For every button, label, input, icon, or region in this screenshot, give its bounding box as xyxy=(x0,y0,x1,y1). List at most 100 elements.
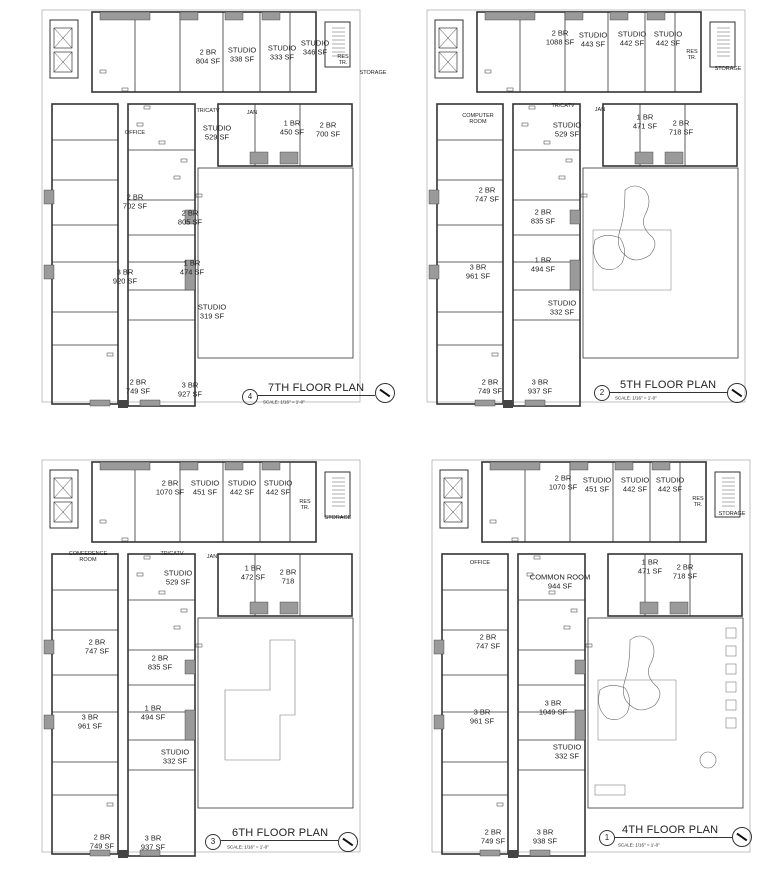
balcony-hatch xyxy=(479,849,501,857)
room-area: 937 SF xyxy=(140,842,166,851)
room-label: JAN xyxy=(207,554,217,560)
courtyard-seat xyxy=(725,699,737,711)
room-area: 450 SF xyxy=(279,127,305,136)
room-area: 346 SF xyxy=(302,47,328,56)
room-name: RES xyxy=(337,54,349,60)
fixture xyxy=(143,105,151,110)
roof-outline xyxy=(224,639,296,761)
fixture xyxy=(506,87,514,92)
room-name: 1 BR xyxy=(244,563,262,573)
elevator-shaft xyxy=(53,51,73,73)
room-name: 1 BR xyxy=(636,112,654,122)
balcony-hatch xyxy=(569,209,581,225)
room-name: 3 BR xyxy=(116,267,134,277)
room-name: 2 BR xyxy=(672,118,690,128)
room-area: TR. xyxy=(687,55,697,61)
elevator-cross xyxy=(438,51,458,73)
courtyard-steps xyxy=(594,784,626,796)
balcony-hatch xyxy=(433,714,445,730)
room-area: 1049 SF xyxy=(538,707,568,716)
room-name: 1 BR xyxy=(534,255,552,265)
courtyard-seat xyxy=(725,663,737,675)
room-name: STUDIO xyxy=(655,475,685,485)
room-area: 749 SF xyxy=(125,386,151,395)
room-name: 2 BR xyxy=(478,185,496,195)
room-area: 1070 SF xyxy=(548,482,578,491)
stair-core xyxy=(324,21,351,68)
fixture xyxy=(511,537,519,542)
scale-note: SCALE: 1/16" = 1'-0" xyxy=(615,395,657,401)
room-label: TR/CATV xyxy=(160,551,183,557)
balcony-hatch xyxy=(43,264,55,280)
top-wing-wall xyxy=(91,11,317,93)
room-name: 2 BR xyxy=(481,377,499,387)
room-area: TR. xyxy=(300,505,310,511)
room-area: 1070 SF xyxy=(155,487,185,496)
right-wing-wall xyxy=(217,103,353,167)
fixture xyxy=(180,158,188,163)
room-label: JAN xyxy=(247,110,257,116)
room-label: STORAGE xyxy=(360,70,387,76)
room-name: JAN xyxy=(246,110,258,116)
scale-note: SCALE: 1/16" = 1'-0" xyxy=(227,844,269,850)
top-wing-wall xyxy=(481,461,707,543)
room-name: 2 BR xyxy=(181,208,199,218)
room-name: STORAGE xyxy=(359,70,387,76)
balcony-hatch xyxy=(261,11,281,21)
elevator-shaft xyxy=(443,501,463,523)
courtyard-seat xyxy=(725,681,737,693)
elevator-shaft xyxy=(53,501,73,523)
floor-plan-drawing xyxy=(41,9,361,408)
room-name: 1 BR xyxy=(283,118,301,128)
fixture xyxy=(563,625,571,630)
elevator-cross xyxy=(53,477,73,499)
balcony-hatch xyxy=(609,11,629,21)
room-area: 442 SF xyxy=(657,484,683,493)
balcony-hatch xyxy=(179,11,199,21)
room-label: OFFICE xyxy=(125,130,145,136)
fixture xyxy=(195,193,203,198)
site-boundary xyxy=(426,9,746,403)
balcony-hatch xyxy=(669,601,689,615)
corridor-exit xyxy=(508,850,518,858)
fixture xyxy=(99,69,107,74)
room-area: 927 SF xyxy=(177,389,203,398)
room-name: COMPUTER xyxy=(462,113,494,119)
center-wing-wall xyxy=(517,553,586,857)
room-area: 451 SF xyxy=(584,484,610,493)
fixture xyxy=(158,140,166,145)
balcony-hatch xyxy=(179,461,199,471)
fixture xyxy=(565,158,573,163)
balcony-hatch xyxy=(569,461,589,471)
title-underline xyxy=(615,837,732,838)
room-name: 3 BR xyxy=(81,712,99,722)
room-label: STORAGE xyxy=(325,515,352,521)
balcony-hatch xyxy=(249,151,269,165)
balcony-hatch xyxy=(184,709,196,741)
room-name: COMMON ROOM xyxy=(529,572,591,582)
room-name: 2 BR xyxy=(484,827,502,837)
balcony-hatch xyxy=(646,11,666,21)
elevator-core xyxy=(434,19,464,79)
plan-title: 6TH FLOOR PLAN xyxy=(232,827,329,839)
room-area: 474 SF xyxy=(179,267,205,276)
